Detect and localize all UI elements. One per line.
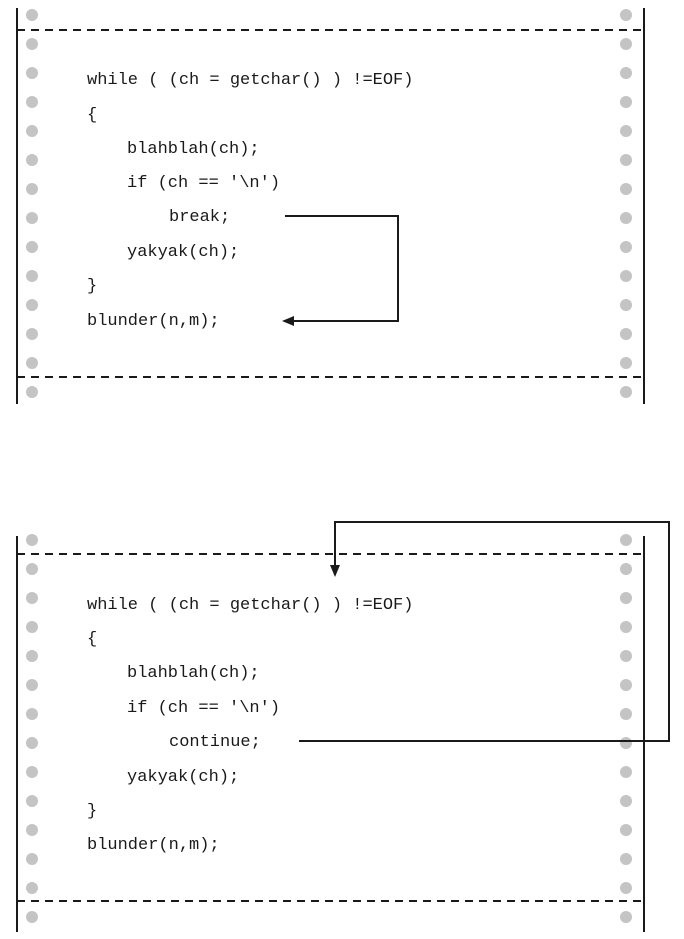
left-perforation-strip [26,9,38,398]
continue-jump-arrow [299,521,670,742]
feed-hole [620,534,632,546]
feed-hole [620,386,632,398]
feed-hole [620,708,632,720]
feed-hole [620,650,632,662]
left-perforation-strip [26,534,38,923]
feed-hole [620,38,632,50]
feed-hole [620,9,632,21]
feed-hole [26,154,38,166]
feed-hole [26,9,38,21]
feed-hole [620,183,632,195]
feed-hole [26,592,38,604]
feed-hole [26,241,38,253]
code-line-blahblah: blahblah(ch); [127,664,260,683]
code-line-yakyak: yakyak(ch); [127,768,239,787]
feed-hole [620,299,632,311]
feed-hole [620,824,632,836]
feed-hole [26,299,38,311]
feed-hole [620,563,632,575]
code-line-close-brace: } [87,277,97,296]
feed-hole [620,67,632,79]
feed-hole [620,357,632,369]
feed-hole [26,96,38,108]
feed-hole [26,650,38,662]
code-line-while: while ( (ch = getchar() ) !=EOF) [87,596,413,615]
code-line-while: while ( (ch = getchar() ) !=EOF) [87,71,413,90]
feed-hole [620,911,632,923]
feed-hole [26,766,38,778]
feed-hole [26,357,38,369]
code-line-yakyak: yakyak(ch); [127,243,239,262]
feed-hole [26,737,38,749]
feed-hole [620,154,632,166]
code-line-if: if (ch == '\n') [127,699,280,718]
feed-hole [26,621,38,633]
code-line-continue: continue; [169,733,261,752]
feed-hole [26,853,38,865]
code-line-close-brace: } [87,802,97,821]
code-line-open-brace: { [87,630,97,649]
feed-hole [620,328,632,340]
code-line-blunder: blunder(n,m); [87,836,220,855]
break-panel: while ( (ch = getchar() ) !=EOF) { blahb… [16,8,645,404]
feed-hole [26,67,38,79]
continue-panel: while ( (ch = getchar() ) !=EOF) { blahb… [16,521,670,932]
feed-hole [26,708,38,720]
code-line-blahblah: blahblah(ch); [127,140,260,159]
code-line-if: if (ch == '\n') [127,174,280,193]
code-line-open-brace: { [87,106,97,125]
feed-hole [620,125,632,137]
feed-hole [26,125,38,137]
feed-hole [26,563,38,575]
feed-hole [26,328,38,340]
feed-hole [26,824,38,836]
feed-hole [620,853,632,865]
feed-hole [620,270,632,282]
feed-hole [620,212,632,224]
feed-hole [26,38,38,50]
feed-hole [620,592,632,604]
feed-hole [620,737,632,749]
feed-hole [620,241,632,253]
feed-hole [620,96,632,108]
feed-hole [620,679,632,691]
feed-hole [26,795,38,807]
code-line-blunder: blunder(n,m); [87,312,220,331]
feed-hole [620,621,632,633]
code-line-break: break; [169,208,230,227]
feed-hole [26,911,38,923]
feed-hole [26,882,38,894]
feed-hole [26,212,38,224]
right-perforation-strip [620,534,632,923]
feed-hole [26,183,38,195]
feed-hole [26,534,38,546]
feed-hole [26,386,38,398]
feed-hole [26,679,38,691]
feed-hole [26,270,38,282]
feed-hole [620,766,632,778]
feed-hole [620,795,632,807]
feed-hole [620,882,632,894]
break-jump-arrow [282,215,399,326]
right-perforation-strip [620,9,632,398]
